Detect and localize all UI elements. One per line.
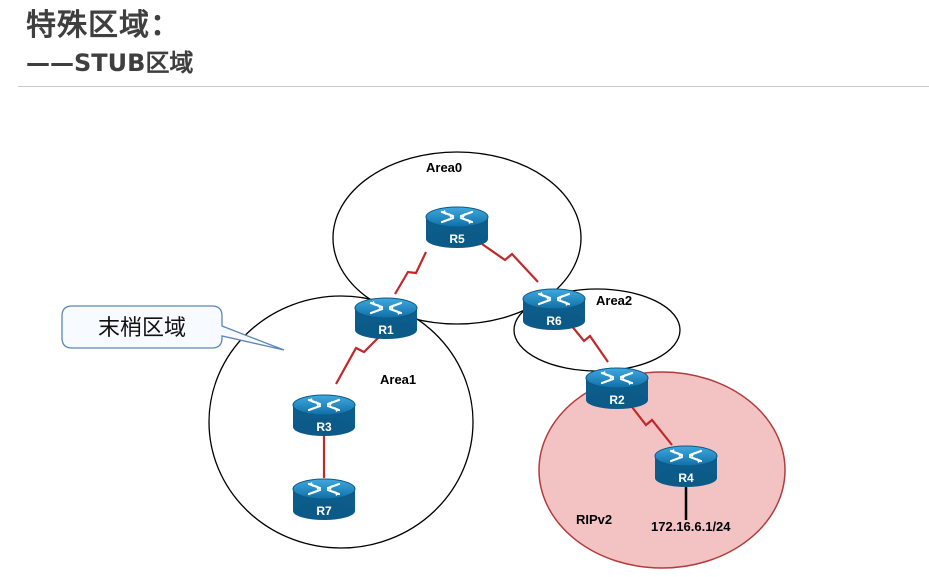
router-r4[interactable]: R4 (653, 444, 719, 489)
link-r2-r4 (624, 397, 673, 446)
area0-boundary (332, 151, 582, 325)
router-label-r1: R1 (378, 323, 394, 337)
area1-boundary (208, 295, 474, 549)
link-r6-r2 (565, 318, 609, 363)
area0-label: Area0 (426, 160, 462, 175)
router-r6[interactable]: R6 (521, 287, 587, 332)
router-r3[interactable]: R3 (291, 393, 357, 438)
callout-text: 末梢区域 (98, 316, 186, 341)
area2-label: Area2 (596, 293, 632, 308)
page-subtitle: ——STUB区域 (26, 49, 194, 77)
rip-area-label: RIPv2 (576, 512, 612, 527)
router-label-r2: R2 (609, 393, 625, 407)
router-r5[interactable]: R5 (424, 205, 490, 250)
page-title: 特殊区域： (26, 8, 181, 43)
link-r5-r6 (481, 243, 539, 283)
router-label-r3: R3 (316, 420, 332, 434)
network-address-label: 172.16.6.1/24 (651, 519, 731, 534)
callout-box (61, 305, 285, 351)
router-label-r5: R5 (449, 232, 465, 246)
router-r1[interactable]: R1 (353, 296, 419, 341)
router-label-r6: R6 (546, 314, 562, 328)
title-divider (18, 86, 929, 87)
link-r1-r5 (394, 251, 427, 295)
router-label-r7: R7 (316, 504, 332, 518)
router-r7[interactable]: R7 (291, 477, 357, 522)
router-r2[interactable]: R2 (584, 366, 650, 411)
area1-label: Area1 (380, 372, 416, 387)
link-r1-r3 (335, 333, 383, 385)
router-label-r4: R4 (678, 471, 694, 485)
